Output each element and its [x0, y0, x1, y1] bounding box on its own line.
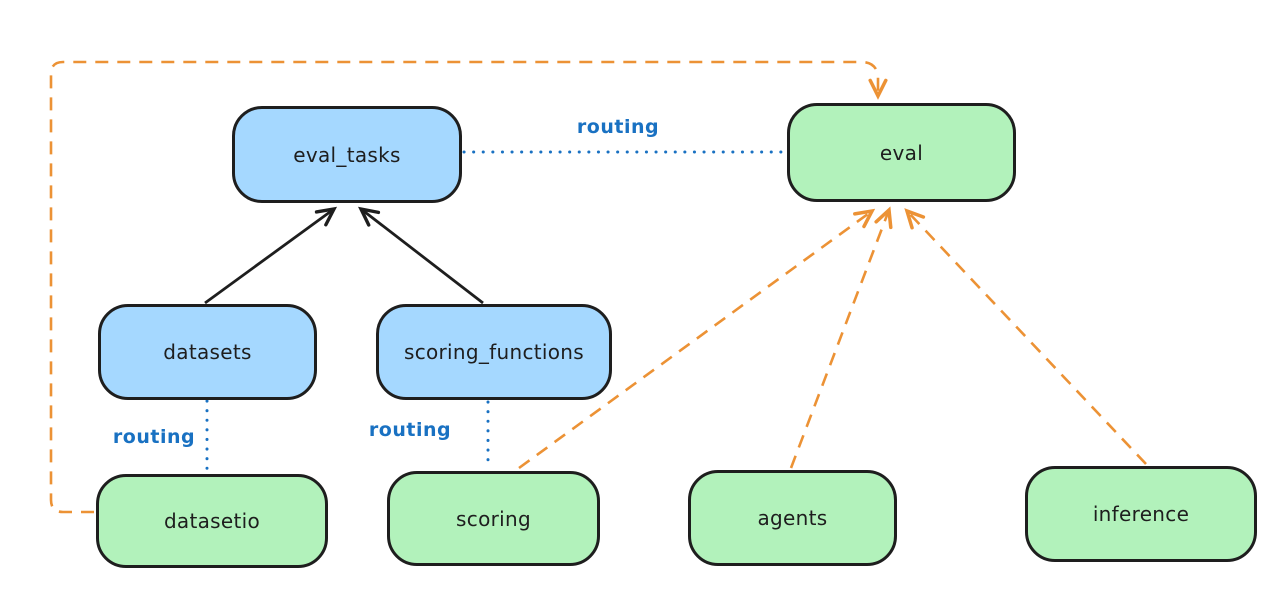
node-datasetio: datasetio	[96, 474, 328, 568]
node-scoring: scoring	[387, 471, 600, 566]
node-scoring-functions: scoring_functions	[376, 304, 612, 400]
node-eval-tasks-label: eval_tasks	[293, 142, 401, 167]
edge-datasets-to-eval-tasks	[204, 206, 338, 305]
edge-label-routing-scoring-functions-scoring: routing	[368, 419, 452, 441]
node-datasets: datasets	[98, 304, 317, 400]
edge-scoring-to-eval	[518, 208, 876, 470]
edge-agents-to-eval	[789, 206, 893, 469]
edge-label-routing-eval-tasks-eval: routing	[576, 116, 660, 138]
edge-scoring-functions-to-eval-tasks	[358, 206, 484, 305]
node-inference-label: inference	[1092, 502, 1190, 526]
node-datasets-label: datasets	[163, 340, 252, 364]
edge-inference-to-eval	[904, 208, 1147, 465]
node-agents: agents	[688, 470, 897, 566]
edge-label-routing-datasets-datasetio: routing	[112, 426, 196, 448]
node-scoring-functions-label: scoring_functions	[403, 340, 585, 364]
node-agents-label: agents	[757, 506, 828, 530]
node-eval: eval	[787, 103, 1016, 202]
node-inference: inference	[1025, 466, 1257, 562]
node-eval-label: eval	[879, 140, 924, 165]
node-eval-tasks: eval_tasks	[232, 106, 462, 203]
edge-datasetio-to-eval-elbow	[49, 60, 888, 514]
node-scoring-label: scoring	[456, 506, 531, 531]
node-datasetio-label: datasetio	[163, 509, 261, 533]
